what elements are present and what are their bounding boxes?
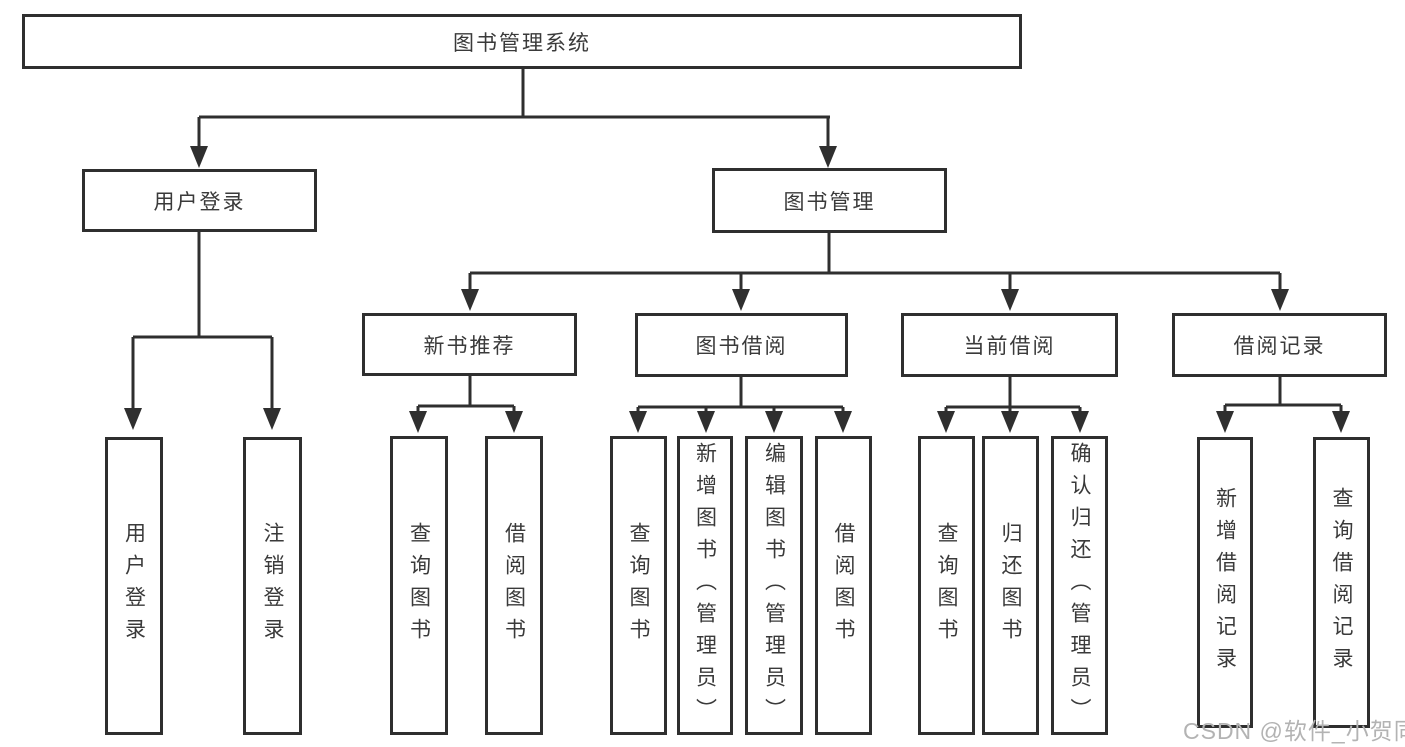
node-current-borrowing: 当前借阅	[901, 313, 1118, 377]
node-label: 当前借阅	[963, 335, 1056, 358]
node-label: 用户登录	[153, 190, 246, 214]
node-borrow-books-1: 借阅图书	[485, 436, 543, 735]
node-book-borrowing: 图书借阅	[635, 313, 848, 377]
node-label: 查询借阅记录	[1330, 486, 1353, 679]
node-label: 新增图书（管理员）	[693, 441, 717, 730]
node-borrowing-records: 借阅记录	[1172, 313, 1387, 377]
node-label: 借阅图书	[832, 521, 855, 650]
node-label: 借阅记录	[1233, 335, 1326, 358]
node-book-management: 图书管理	[712, 168, 947, 233]
node-label: 确认归还（管理员）	[1068, 441, 1091, 730]
node-label: 新书推荐	[423, 334, 516, 358]
node-return-books: 归还图书	[982, 436, 1039, 735]
node-label: 查询图书	[407, 521, 431, 650]
node-user-login-leaf: 用户登录	[105, 437, 163, 735]
node-label: 编辑图书（管理员）	[762, 441, 786, 730]
node-label: 归还图书	[999, 521, 1022, 650]
node-confirm-return-admin: 确认归还（管理员）	[1051, 436, 1108, 735]
node-query-books-1: 查询图书	[390, 436, 448, 735]
node-borrow-books-2: 借阅图书	[815, 436, 872, 735]
node-label: 图书借阅	[695, 335, 788, 358]
node-user-login: 用户登录	[82, 169, 317, 232]
node-query-books-2: 查询图书	[610, 436, 667, 735]
node-label: 图书管理系统	[453, 31, 591, 55]
csdn-watermark: CSDN @软件_小贺同学	[1183, 718, 1405, 744]
node-label: 新增借阅记录	[1213, 486, 1237, 679]
node-label: 查询图书	[627, 521, 650, 650]
node-add-borrow-record: 新增借阅记录	[1197, 437, 1253, 728]
node-label: 借阅图书	[502, 521, 526, 650]
node-edit-books-admin: 编辑图书（管理员）	[745, 436, 803, 735]
node-label: 用户登录	[122, 522, 146, 650]
node-new-book-recommendation: 新书推荐	[362, 313, 577, 376]
node-add-books-admin: 新增图书（管理员）	[677, 436, 733, 735]
node-label: 查询图书	[935, 521, 958, 650]
node-query-books-3: 查询图书	[918, 436, 975, 735]
node-label: 注销登录	[261, 522, 284, 650]
node-library-system-root: 图书管理系统	[22, 14, 1022, 69]
node-label: 图书管理	[783, 190, 876, 214]
node-logout-leaf: 注销登录	[243, 437, 302, 735]
node-query-borrow-record: 查询借阅记录	[1313, 437, 1370, 728]
